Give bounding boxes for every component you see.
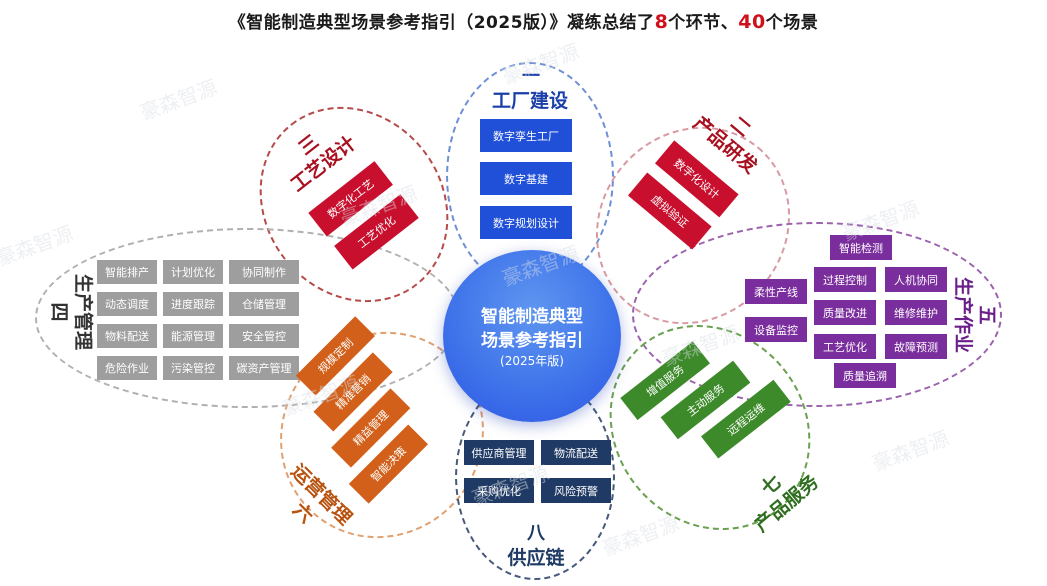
scene-flexible-line: 柔性产线	[745, 279, 807, 304]
scene-process-control: 过程控制	[814, 267, 876, 292]
scene-digital-twin-factory: 数字孪生工厂	[480, 119, 572, 152]
scene-digital-infrastructure: 数字基建	[480, 162, 572, 195]
title-count-links: 8	[654, 11, 669, 33]
scene-procurement-optimization: 采购优化	[464, 478, 534, 503]
scene-maintenance: 维修维护	[885, 300, 947, 325]
scene-smart-scheduling: 智能排产	[97, 260, 157, 284]
scene-smart-inspection: 智能检测	[830, 235, 892, 260]
scene-fault-prediction: 故障预测	[885, 334, 947, 359]
scene-warehouse-management: 仓储管理	[229, 292, 299, 316]
watermark: 豪森智源	[868, 425, 953, 476]
watermark: 豪森智源	[136, 74, 221, 125]
section-factory-construction-title: 工厂建设	[491, 90, 568, 112]
scene-pollution-control: 污染管控	[163, 356, 223, 380]
scene-quality-improvement: 质量改进	[814, 300, 876, 325]
scene-dynamic-dispatching: 动态调度	[97, 292, 157, 316]
scene-process-optimization-operation: 工艺优化	[814, 334, 876, 359]
scene-progress-tracking: 进度跟踪	[163, 292, 223, 316]
section-supply-chain-number: 八	[527, 523, 545, 544]
page-title: 《智能制造典型场景参考指引（2025版）》凝练总结了8个环节、40个场景	[0, 8, 1047, 33]
section-production-management-number: 四	[48, 302, 70, 322]
center-edition: (2025年版)	[500, 354, 564, 368]
scene-human-robot-collaboration: 人机协同	[885, 267, 947, 292]
scene-equipment-monitoring: 设备监控	[745, 317, 807, 342]
section-supply-chain-title: 供应链	[507, 547, 565, 569]
title-mid: 个环节、	[668, 13, 739, 33]
section-factory-construction-number: 一	[522, 66, 540, 87]
title-prefix: 《智能制造典型场景参考指引（2025版）》凝练总结了	[228, 13, 655, 33]
scene-supplier-management: 供应商管理	[464, 440, 534, 465]
scene-risk-warning: 风险预警	[541, 478, 611, 503]
section-production-operation-number: 五	[976, 305, 998, 325]
scene-carbon-asset-management: 碳资产管理	[229, 356, 299, 380]
center-title-line2: 场景参考指引	[481, 331, 583, 351]
scene-energy-management: 能源管理	[163, 324, 223, 348]
section-production-management-title: 生产管理	[72, 273, 94, 350]
title-suffix: 个场景	[765, 13, 819, 33]
scene-quality-traceability: 质量追溯	[834, 363, 896, 388]
title-count-scenes: 40	[738, 11, 766, 33]
center-circle: 智能制造典型 场景参考指引 (2025年版)	[443, 250, 621, 422]
scene-hazardous-operation: 危险作业	[97, 356, 157, 380]
scene-collaborative-production: 协同制作	[229, 260, 299, 284]
scene-digital-planning-design: 数字规划设计	[480, 206, 572, 239]
watermark: 豪森智源	[0, 220, 77, 271]
center-title-line1: 智能制造典型	[481, 307, 583, 327]
scene-safety-control: 安全管控	[229, 324, 299, 348]
section-production-operation-title: 生产作业	[952, 276, 974, 353]
petal-production-operation	[632, 222, 1002, 407]
scene-material-delivery: 物料配送	[97, 324, 157, 348]
scene-plan-optimization: 计划优化	[163, 260, 223, 284]
scene-logistics-delivery: 物流配送	[541, 440, 611, 465]
